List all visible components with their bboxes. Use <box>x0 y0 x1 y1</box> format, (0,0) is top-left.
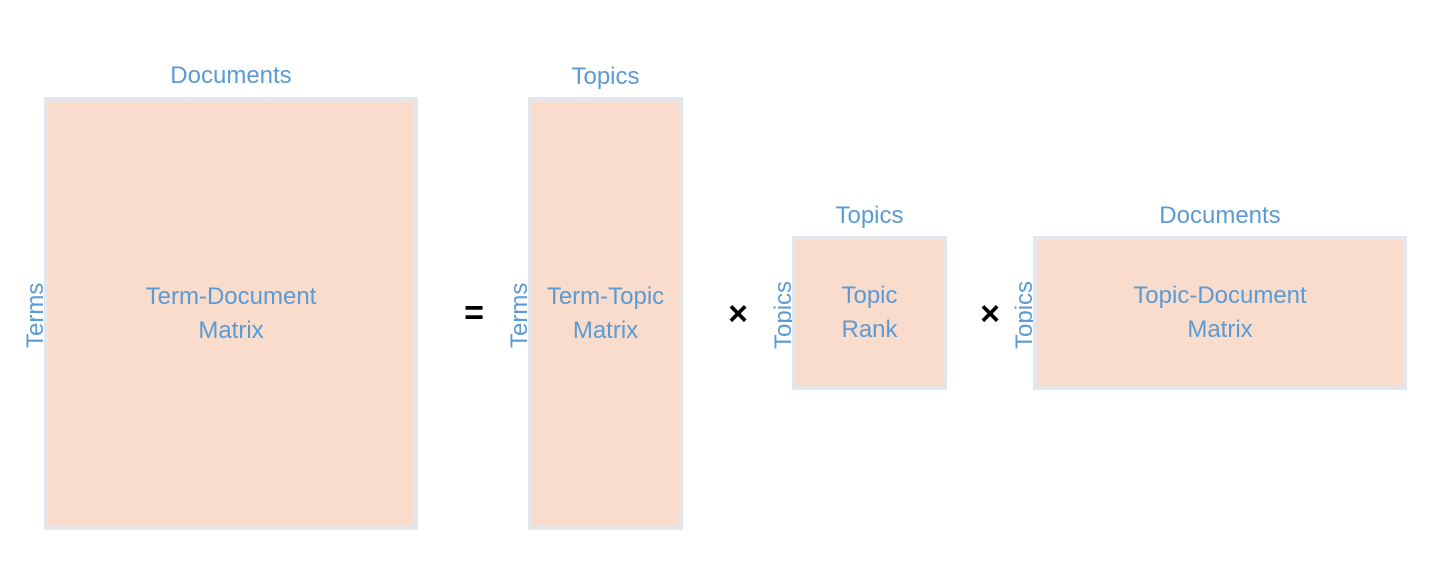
topic-rank-matrix-label: Topic Rank <box>796 279 943 347</box>
term-topic-top-axis-label: Topics <box>571 63 640 90</box>
topic-rank-matrix-line1: Topic <box>841 282 898 309</box>
term-topic-matrix-line1: Term-Topic <box>546 282 665 310</box>
topic-document-matrix-line1: Topic-Document <box>1133 282 1307 309</box>
topic-document-matrix-label: Topic-Document Matrix <box>1037 279 1403 347</box>
term-document-matrix: Term-Document Matrix <box>44 97 418 530</box>
term-document-top-axis-label: Documents <box>170 62 292 89</box>
term-topic-matrix-label: Term-Topic Matrix <box>532 280 679 348</box>
topic-document-matrix: Topic-Document Matrix <box>1033 236 1407 390</box>
term-topic-matrix-line2: Matrix <box>572 316 639 344</box>
multiply-sign-1: × <box>728 295 748 333</box>
term-document-matrix-line1: Term-Document <box>145 282 317 310</box>
multiply-sign-2: × <box>980 295 1000 333</box>
topic-document-top-axis-label: Documents <box>1159 202 1281 229</box>
topic-rank-top-axis-label: Topics <box>835 202 904 229</box>
topic-rank-matrix: Topic Rank <box>792 236 947 390</box>
topic-document-matrix-line2: Matrix <box>1187 316 1253 343</box>
term-document-matrix-label: Term-Document Matrix <box>48 280 414 348</box>
term-topic-matrix: Term-Topic Matrix <box>528 97 683 530</box>
equals-sign: = <box>464 294 484 332</box>
topic-rank-matrix-line2: Rank <box>841 316 898 343</box>
term-document-matrix-line2: Matrix <box>198 316 264 344</box>
